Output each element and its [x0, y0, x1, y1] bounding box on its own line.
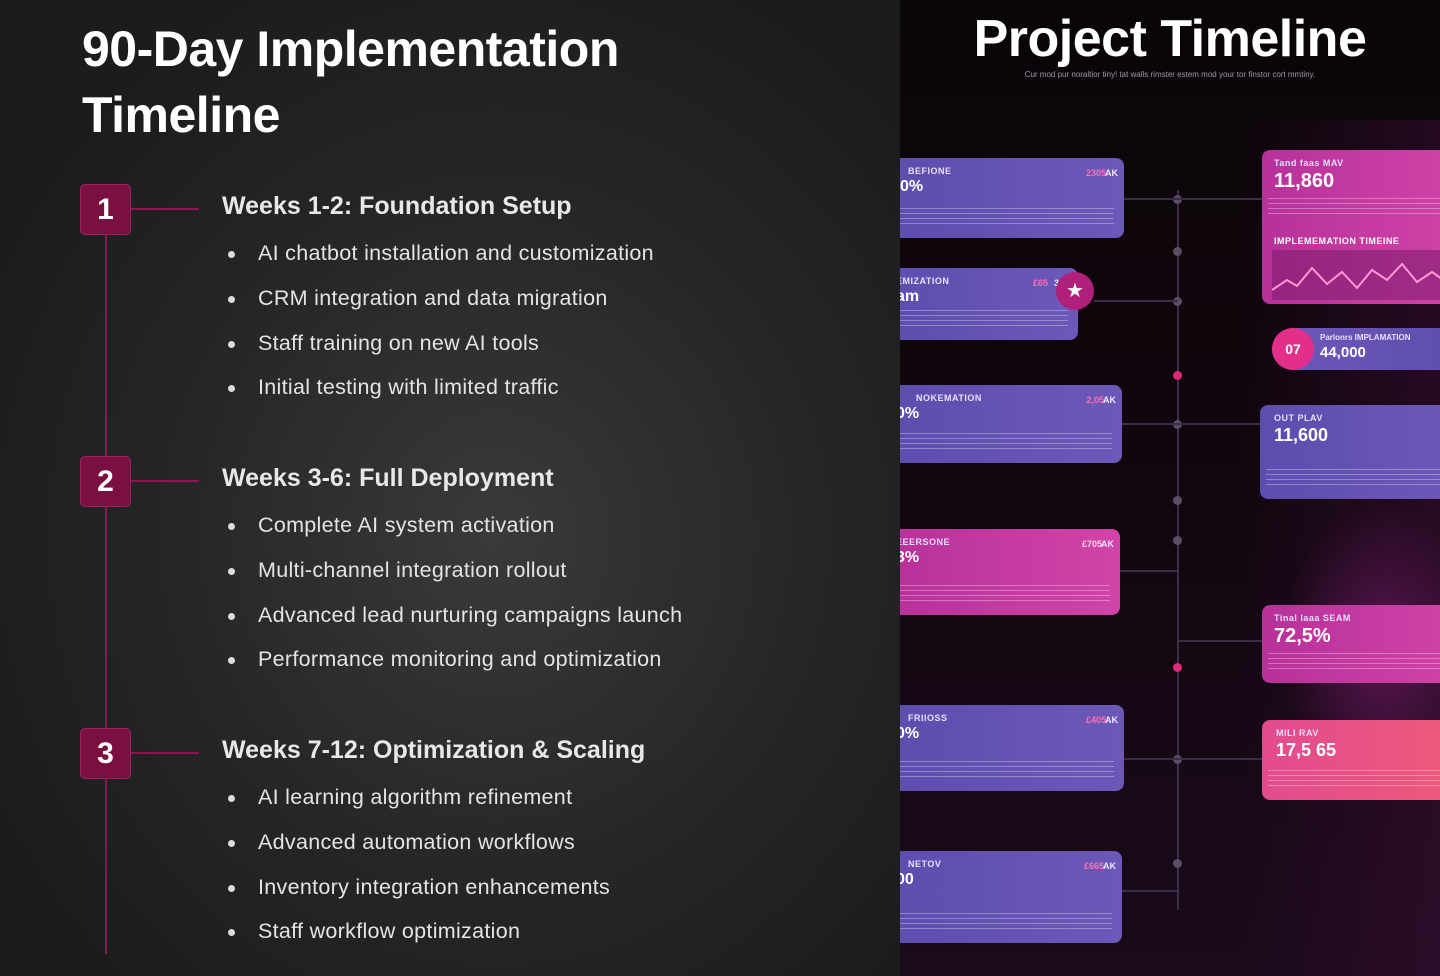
pill-number: 07: [1272, 328, 1314, 370]
list-item: Initial testing with limited traffic: [225, 366, 654, 411]
list-item: Inventory integration enhancements: [225, 866, 610, 911]
timeline-card: FRIIOSS 0% £405 AK: [900, 705, 1124, 791]
timeline-card: EEERSONE 3% £705 AK: [900, 529, 1120, 615]
bullet-icon: [228, 795, 235, 802]
timeline-dot: [1173, 536, 1182, 545]
bullet-icon: [228, 567, 235, 575]
step-number-badge: 3: [80, 728, 131, 779]
timeline-dot: [1173, 247, 1182, 256]
timeline-card: EMIZATION am £65 36: [900, 268, 1078, 340]
connector-line: [1124, 758, 1178, 760]
bullet-icon: [228, 839, 235, 847]
connector-line: [1120, 570, 1178, 572]
phase-title: Weeks 3-6: Full Deployment: [222, 464, 554, 492]
list-item: Complete AI system activation: [225, 504, 682, 549]
timeline-dot: [1173, 371, 1182, 380]
stat-card: MILI RAV 17,5 65: [1262, 720, 1440, 800]
bullet-icon: [228, 884, 235, 892]
timeline-line: [105, 210, 107, 954]
list-item: CRM integration and data migration: [225, 277, 654, 322]
image-title: Project Timeline: [973, 10, 1367, 68]
step-connector: [131, 208, 199, 210]
image-subtitle: Cur mod pur noraltior tiny! tat walls ri…: [1024, 70, 1316, 79]
connector-line: [1122, 890, 1178, 892]
phase-title: Weeks 1-2: Foundation Setup: [222, 192, 572, 220]
bullet-icon: [228, 295, 235, 303]
step-connector: [131, 480, 199, 482]
bullet-icon: [228, 657, 235, 665]
stat-card: Tand faas MAV 11,860 £££ IMPLEMEMATION T…: [1262, 150, 1440, 304]
timeline-dot: [1173, 663, 1182, 672]
connector-line: [1178, 640, 1262, 642]
list-item: Performance monitoring and optimization: [225, 638, 682, 683]
list-item: Advanced automation workflows: [225, 821, 610, 866]
bullet-icon: [228, 523, 235, 530]
timeline-spine: [1177, 190, 1179, 910]
stat-pill: 07 Parlonrs IMPLAMATION 44,000: [1272, 328, 1440, 370]
timeline-card: NOKEMATION 0% 2,05 AK: [900, 385, 1122, 463]
connector-line: [1094, 300, 1178, 302]
bullet-icon: [228, 929, 235, 937]
timeline-card: NETOV 00 £665 AK: [900, 851, 1122, 943]
list-item: Staff workflow optimization: [225, 910, 610, 955]
connector-line: [1122, 423, 1178, 425]
timeline-dot: [1173, 859, 1182, 868]
project-timeline-image: Project Timeline Cur mod pur noraltior t…: [900, 0, 1440, 976]
list-item: AI chatbot installation and customizatio…: [225, 232, 654, 277]
stat-card: OUT PLAV 11,600: [1260, 405, 1440, 499]
connector-line: [1178, 423, 1262, 425]
phase-title: Weeks 7-12: Optimization & Scaling: [222, 736, 646, 764]
list-item: Multi-channel integration rollout: [225, 549, 682, 594]
timeline-dot: [1173, 496, 1182, 505]
step-number-badge: 1: [80, 184, 131, 235]
bullet-icon: [228, 340, 235, 348]
phase-item-list: Complete AI system activation Multi-chan…: [225, 504, 682, 683]
stat-card: Tinal laaa SEAM 72,5% £&&: [1262, 605, 1440, 683]
list-item: Staff training on new AI tools: [225, 322, 654, 367]
slide-content: 90-Day Implementation Timeline 1 Weeks 1…: [0, 0, 900, 976]
connector-line: [1178, 758, 1262, 760]
connector-line: [1124, 198, 1178, 200]
list-item: Advanced lead nurturing campaigns launch: [225, 594, 682, 639]
phase-item-list: AI chatbot installation and customizatio…: [225, 232, 654, 411]
connector-line: [1178, 198, 1262, 200]
list-item: AI learning algorithm refinement: [225, 776, 610, 821]
sparkline-chart: [1272, 250, 1440, 300]
bullet-icon: [228, 385, 235, 393]
step-number-badge: 2: [80, 456, 131, 507]
star-icon: ★: [1056, 272, 1094, 310]
phase-item-list: AI learning algorithm refinement Advance…: [225, 776, 610, 955]
timeline-card: BEFIONE 0% 2305 AK: [900, 158, 1124, 238]
page-title: 90-Day Implementation Timeline: [82, 21, 619, 143]
bullet-icon: [228, 612, 235, 620]
step-connector: [131, 752, 199, 754]
bullet-icon: [228, 251, 235, 258]
